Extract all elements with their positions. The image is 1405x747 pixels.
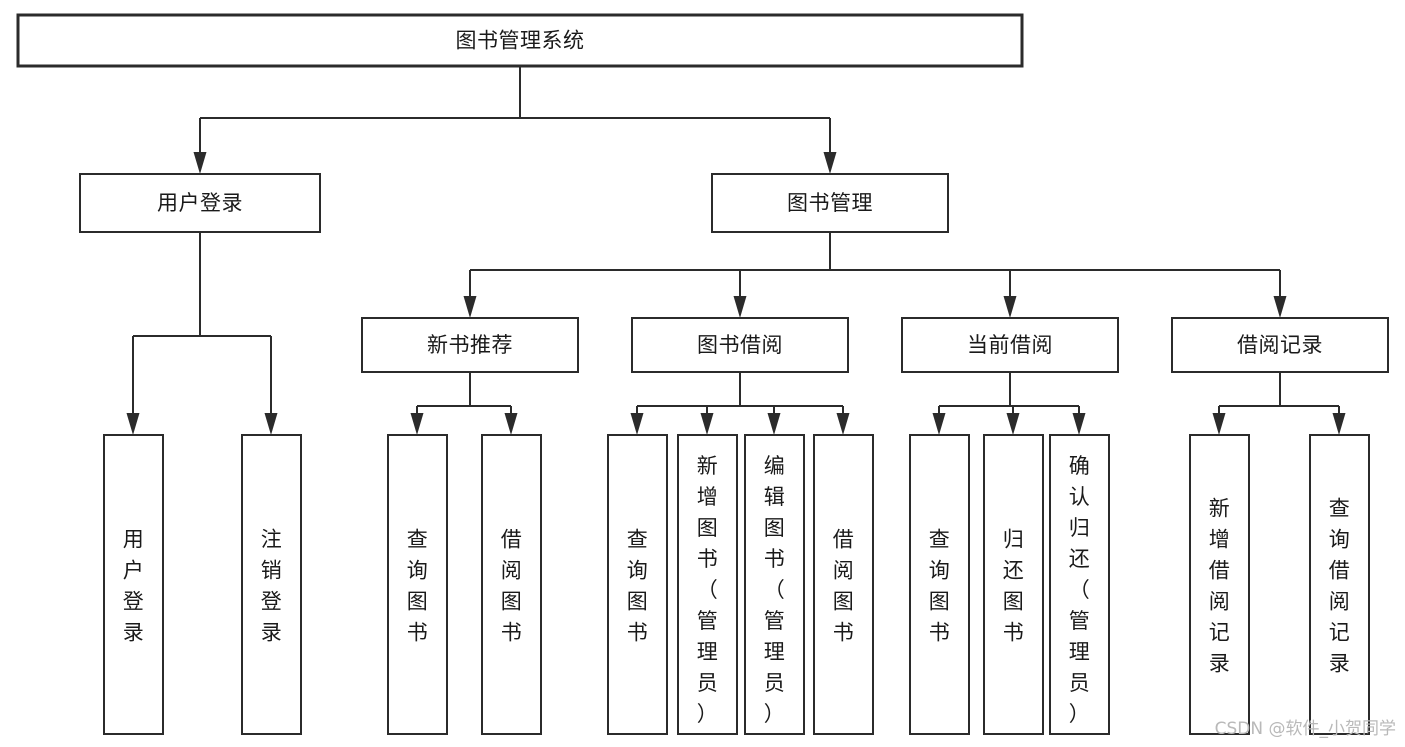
node-box-leaf-user-login[interactable] bbox=[102, 433, 165, 736]
node-box-user-login[interactable] bbox=[78, 172, 322, 234]
node-label-leaf-query-book-current: 查询图书 bbox=[929, 528, 951, 645]
node-leaf-add-book[interactable]: 新增图书（管理员） bbox=[676, 433, 739, 736]
node-leaf-borrow-book-recommend[interactable]: 借阅图书 bbox=[480, 433, 543, 736]
node-leaf-user-login[interactable]: 用户登录 bbox=[102, 433, 165, 736]
node-label-leaf-add-borrow-record: 新增借阅记录 bbox=[1209, 497, 1231, 676]
node-box-leaf-edit-book[interactable] bbox=[743, 433, 806, 736]
node-label-leaf-borrow-book: 借阅图书 bbox=[833, 528, 855, 645]
node-label-book-management: 图书管理 bbox=[787, 191, 873, 215]
node-leaf-borrow-book[interactable]: 借阅图书 bbox=[812, 433, 875, 736]
node-label-leaf-return-book: 归还图书 bbox=[1003, 528, 1025, 645]
node-user-login[interactable]: 用户登录 bbox=[78, 172, 322, 234]
node-label-leaf-query-book-recommend: 查询图书 bbox=[407, 528, 429, 645]
node-box-new-book-recommend[interactable] bbox=[360, 316, 580, 374]
node-box-leaf-confirm-return[interactable] bbox=[1048, 433, 1111, 736]
connectors-layer bbox=[126, 66, 1346, 435]
node-label-leaf-query-book-borrow: 查询图书 bbox=[627, 528, 649, 645]
node-label-leaf-logout: 注销登录 bbox=[261, 528, 283, 645]
node-leaf-edit-book[interactable]: 编辑图书（管理员） bbox=[743, 433, 806, 736]
node-leaf-add-borrow-record[interactable]: 新增借阅记录 bbox=[1188, 433, 1251, 736]
node-leaf-logout[interactable]: 注销登录 bbox=[240, 433, 303, 736]
node-label-leaf-confirm-return: 确认归还（管理员） bbox=[1069, 454, 1091, 726]
node-leaf-query-borrow-record[interactable]: 查询借阅记录 bbox=[1308, 433, 1371, 736]
node-label-leaf-edit-book: 编辑图书（管理员） bbox=[764, 454, 786, 726]
node-label-leaf-add-book: 新增图书（管理员） bbox=[697, 454, 719, 726]
node-box-leaf-logout[interactable] bbox=[240, 433, 303, 736]
node-leaf-query-book-recommend[interactable]: 查询图书 bbox=[386, 433, 449, 736]
node-root[interactable]: 图书管理系统 bbox=[16, 13, 1024, 68]
node-leaf-confirm-return[interactable]: 确认归还（管理员） bbox=[1048, 433, 1111, 736]
node-label-leaf-user-login: 用户登录 bbox=[123, 528, 145, 645]
connector-root-to-level1 bbox=[193, 66, 837, 174]
node-box-leaf-add-book[interactable] bbox=[676, 433, 739, 736]
node-book-management[interactable]: 图书管理 bbox=[710, 172, 950, 234]
node-box-leaf-query-book-current[interactable] bbox=[908, 433, 971, 736]
node-box-leaf-borrow-book-recommend[interactable] bbox=[480, 433, 543, 736]
node-current-borrow[interactable]: 当前借阅 bbox=[900, 316, 1120, 374]
node-box-leaf-query-borrow-record[interactable] bbox=[1308, 433, 1371, 736]
node-label-leaf-borrow-book-recommend: 借阅图书 bbox=[501, 528, 523, 645]
connector-borrow-to-leaves bbox=[630, 372, 850, 435]
node-box-borrow-records[interactable] bbox=[1170, 316, 1390, 374]
node-box-current-borrow[interactable] bbox=[900, 316, 1120, 374]
node-label-root: 图书管理系统 bbox=[456, 29, 585, 53]
node-box-leaf-borrow-book[interactable] bbox=[812, 433, 875, 736]
connector-bookmgmt-to-level2 bbox=[463, 232, 1287, 318]
node-book-borrow[interactable]: 图书借阅 bbox=[630, 316, 850, 374]
node-label-new-book-recommend: 新书推荐 bbox=[427, 333, 513, 357]
connector-user-login-to-leaves bbox=[126, 232, 278, 435]
node-box-book-borrow[interactable] bbox=[630, 316, 850, 374]
node-box-book-management[interactable] bbox=[710, 172, 950, 234]
node-box-leaf-query-book-recommend[interactable] bbox=[386, 433, 449, 736]
node-leaf-query-book-borrow[interactable]: 查询图书 bbox=[606, 433, 669, 736]
node-label-book-borrow: 图书借阅 bbox=[697, 333, 783, 357]
csdn-watermark: CSDN @软件_小贺同学 bbox=[1215, 719, 1396, 739]
node-new-book-recommend[interactable]: 新书推荐 bbox=[360, 316, 580, 374]
node-borrow-records[interactable]: 借阅记录 bbox=[1170, 316, 1390, 374]
node-label-user-login: 用户登录 bbox=[157, 191, 243, 215]
nodes-layer: 图书管理系统用户登录图书管理新书推荐图书借阅当前借阅借阅记录用户登录注销登录查询… bbox=[16, 13, 1390, 736]
connector-recommend-to-leaves bbox=[410, 372, 518, 435]
connector-records-to-leaves bbox=[1212, 372, 1346, 435]
node-label-borrow-records: 借阅记录 bbox=[1237, 333, 1323, 357]
node-label-leaf-query-borrow-record: 查询借阅记录 bbox=[1329, 497, 1351, 676]
node-label-current-borrow: 当前借阅 bbox=[967, 333, 1053, 357]
node-box-leaf-query-book-borrow[interactable] bbox=[606, 433, 669, 736]
node-leaf-return-book[interactable]: 归还图书 bbox=[982, 433, 1045, 736]
node-box-leaf-add-borrow-record[interactable] bbox=[1188, 433, 1251, 736]
connector-current-to-leaves bbox=[932, 372, 1086, 435]
node-leaf-query-book-current[interactable]: 查询图书 bbox=[908, 433, 971, 736]
node-box-root[interactable] bbox=[16, 13, 1024, 68]
node-box-leaf-return-book[interactable] bbox=[982, 433, 1045, 736]
